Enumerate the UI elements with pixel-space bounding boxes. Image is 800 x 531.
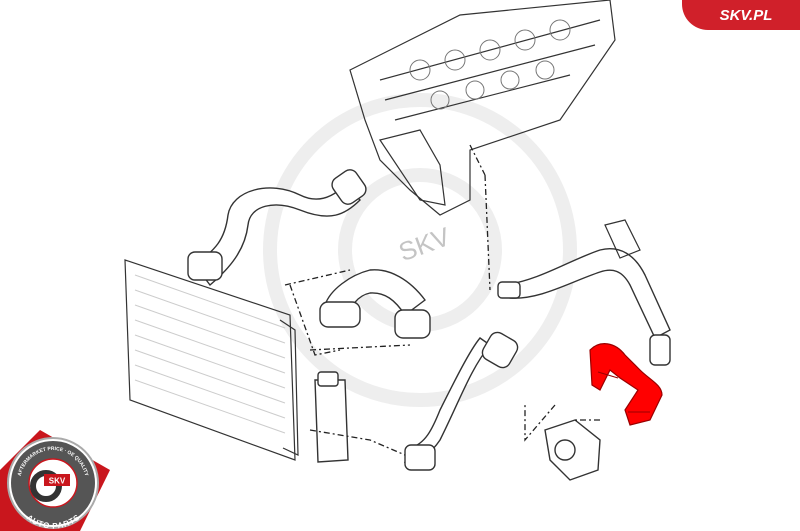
- watermark-text: SKV: [395, 221, 455, 267]
- highlighted-hose-part: [589, 343, 663, 426]
- engine-cylinder-head: [349, 0, 616, 216]
- skv-logo: SKV AFTERMARKET PRICE · OE QUALITY AUTO …: [0, 430, 110, 531]
- coolant-pipe: [504, 248, 671, 339]
- logo-center-text: SKV: [49, 477, 66, 486]
- expansion-tank: [314, 371, 349, 463]
- upper-radiator-hose: [194, 184, 361, 287]
- thermostat-housing: [544, 419, 601, 481]
- skv-brand-badge[interactable]: SKV.PL: [682, 0, 800, 30]
- radiator: [124, 259, 299, 461]
- leader-lines: [284, 144, 600, 456]
